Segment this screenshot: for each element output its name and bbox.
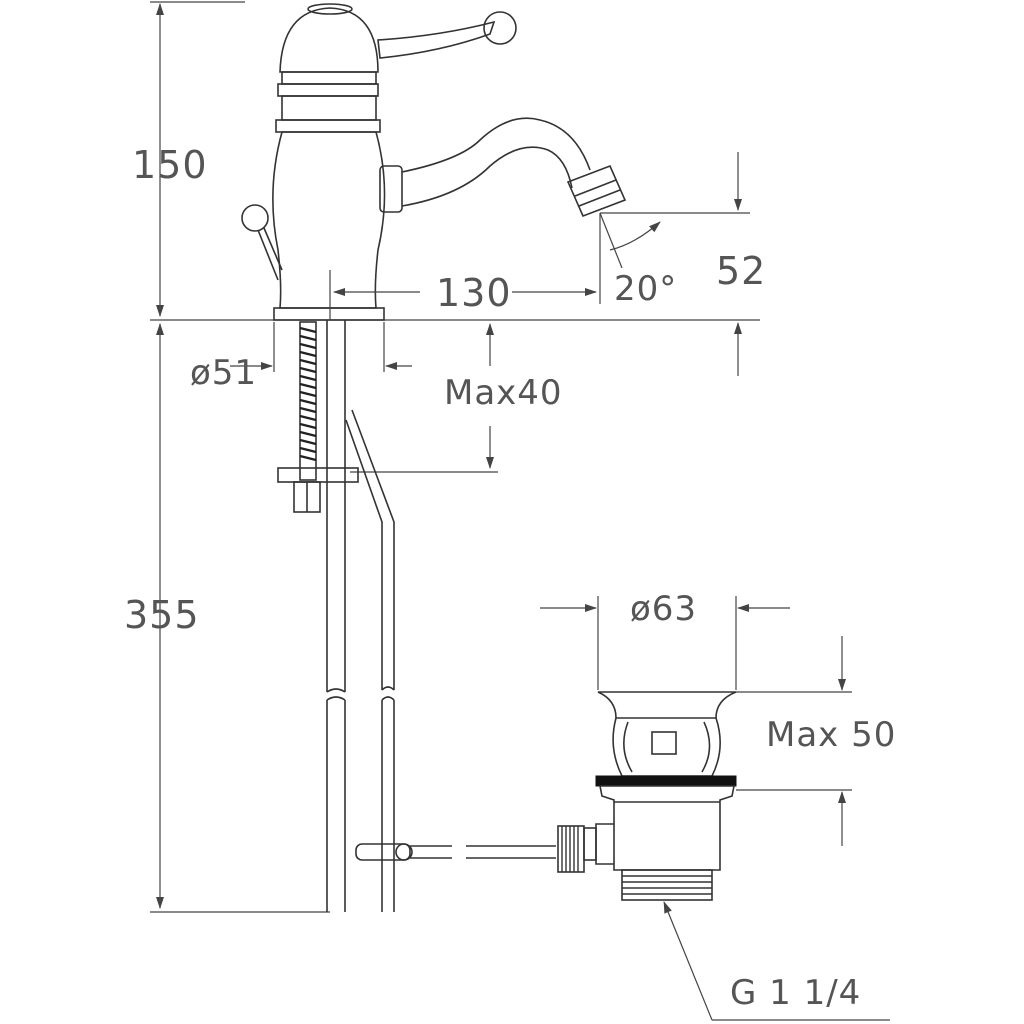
dim-thread: G 1 1/4 — [730, 973, 861, 1013]
dim-base-diameter: ø51 — [190, 353, 257, 393]
popup-waste — [557, 691, 737, 901]
dim-spout-height: 52 — [716, 249, 766, 293]
faucet-spout — [379, 117, 627, 218]
spout-dimension-lines — [329, 152, 750, 376]
dim-max-deck: Max40 — [444, 373, 563, 413]
base-dimension-lines — [230, 322, 498, 473]
dim-waste-diameter: ø63 — [630, 589, 697, 629]
waste-dimension-lines — [540, 596, 890, 1021]
mounting-hardware — [277, 320, 556, 912]
dim-spout-angle: 20° — [614, 269, 677, 309]
dim-spout-reach: 130 — [436, 271, 512, 315]
height-dimension-line — [150, 1, 760, 913]
dim-waste-max: Max 50 — [766, 715, 896, 755]
dim-height-bottom: 355 — [124, 593, 200, 637]
faucet-body — [241, 3, 517, 321]
dim-height-top: 150 — [132, 143, 208, 187]
